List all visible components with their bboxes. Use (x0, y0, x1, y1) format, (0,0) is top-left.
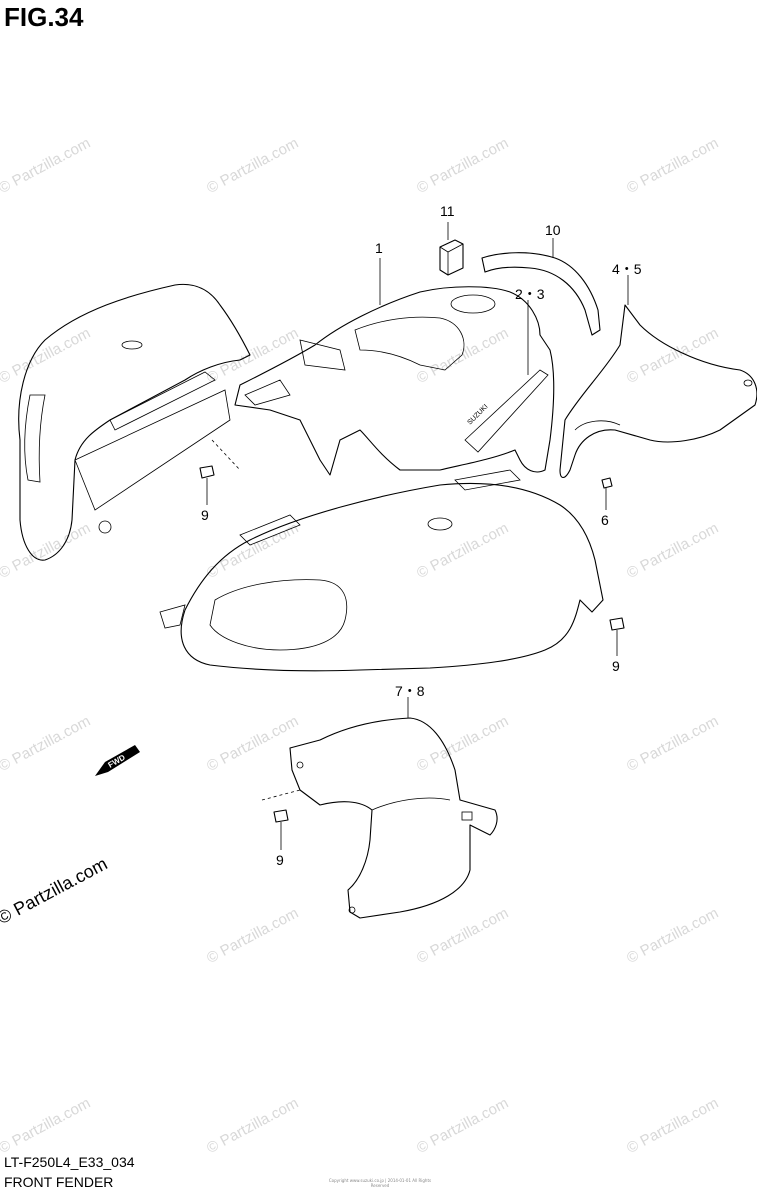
figure-title: FIG.34 (4, 2, 84, 32)
callout-10: 10 (545, 222, 561, 238)
decal-suzuki: SUZUKI (466, 403, 489, 426)
front-fender-center: SUZUKI (234, 286, 555, 476)
leader-lines (206, 222, 629, 850)
bolt-part-9-b (609, 617, 625, 640)
callout-11: 11 (440, 203, 455, 219)
bolt-part-9-a (199, 465, 215, 488)
part-4-5-side-panel (559, 304, 757, 479)
callout-1: 1 (375, 240, 383, 256)
callout-7-8: 7・8 (395, 683, 425, 699)
front-fender-lower (159, 469, 604, 672)
copyright-notice: Copyright www.suzuki.co.jp | 2014-01-01 … (328, 1178, 432, 1188)
fwd-arrow-icon: FWD (95, 745, 140, 776)
part-7-8-splash-guard (289, 717, 498, 919)
front-fender-left-lobe (18, 283, 251, 561)
bolt-part-9-c (273, 809, 289, 832)
bolt-part-6 (601, 477, 613, 489)
figure-name: FRONT FENDER (4, 1174, 114, 1190)
callout-9-c: 9 (276, 852, 284, 868)
callout-2-3: 2・3 (515, 286, 545, 302)
part-10-trim-strip (481, 252, 601, 336)
callout-9-a: 9 (201, 507, 209, 523)
callout-6: 6 (601, 512, 609, 528)
callout-4-5: 4・5 (612, 261, 642, 277)
callout-9-b: 9 (612, 658, 620, 674)
part-11-block (439, 239, 464, 276)
figure-code: LT-F250L4_E33_034 (4, 1154, 135, 1170)
